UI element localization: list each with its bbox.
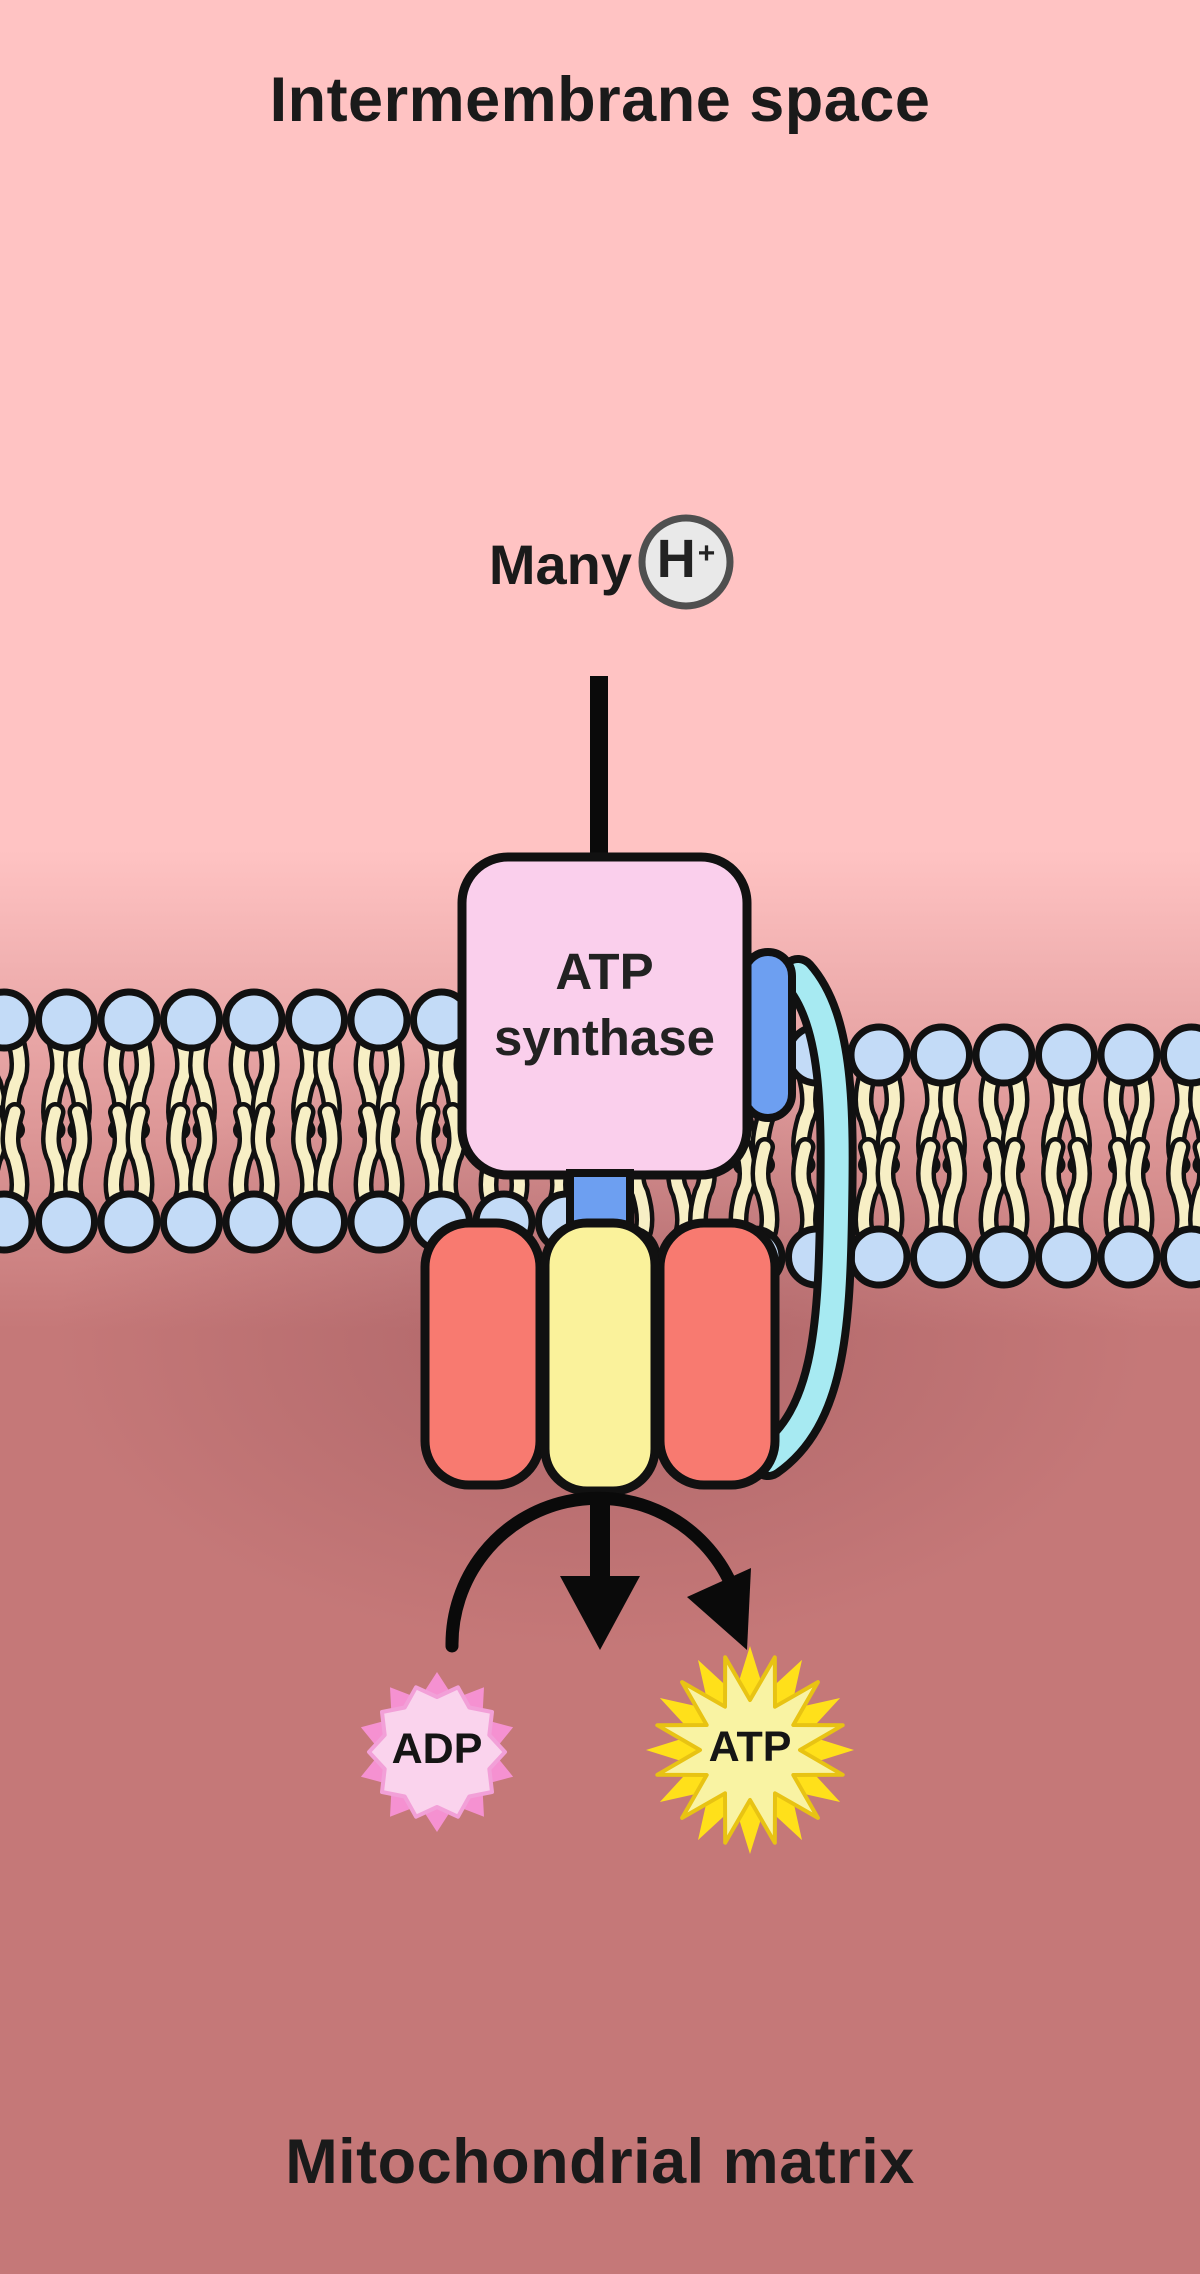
phospholipid-head <box>285 1190 348 1254</box>
phospholipid-head <box>1097 1023 1161 1087</box>
phospholipid-head <box>160 1190 223 1254</box>
phospholipid-head <box>847 1023 911 1087</box>
atp-synthase-label: ATP synthase <box>462 943 747 1076</box>
phospholipid-head <box>847 1225 911 1289</box>
atp-synthase-label-line1: ATP <box>555 943 654 1000</box>
proton-symbol: H+ <box>640 529 732 589</box>
phospholipid-head <box>1035 1023 1098 1087</box>
adp-starburst <box>360 1672 514 1832</box>
intermembrane-space-title: Intermembrane space <box>269 65 931 135</box>
rotor-subunit-right <box>655 1218 780 1490</box>
phospholipid-head <box>1035 1225 1098 1289</box>
proton-circle <box>638 514 734 610</box>
phospholipid-head <box>97 1190 161 1254</box>
rotor-subunit-left <box>420 1218 545 1490</box>
atp-synthase-label-line2: synthase <box>493 1009 716 1066</box>
proton-h: H <box>656 529 696 589</box>
phospholipid-head <box>222 988 286 1052</box>
phospholipid-head <box>0 1190 36 1254</box>
many-protons-label: Many <box>488 533 632 596</box>
phospholipid-head <box>910 1225 973 1289</box>
phospholipid-head <box>1160 1225 1200 1289</box>
phospholipid-head <box>222 1190 286 1254</box>
phospholipid-head <box>1097 1225 1161 1289</box>
adp-label: ADP <box>391 1725 483 1773</box>
phospholipid-head <box>0 988 36 1052</box>
proton-charge: + <box>697 537 716 570</box>
adp-to-atp-arrow <box>445 1491 751 1653</box>
phospholipid-head <box>972 1023 1036 1087</box>
phospholipid-head <box>97 988 161 1052</box>
phospholipid-head <box>347 988 411 1052</box>
phospholipid-head <box>972 1225 1036 1289</box>
phospholipid-head <box>910 1023 973 1087</box>
peripheral-stalk <box>748 955 857 1480</box>
atp-label: ATP <box>708 1723 792 1771</box>
phospholipid-head <box>35 988 98 1052</box>
rotor-subunit-center <box>540 1218 660 1496</box>
phospholipid-head <box>347 1190 411 1254</box>
proton-flow-arrow-top <box>590 676 608 871</box>
atp-starburst <box>646 1646 854 1854</box>
mitochondrial-matrix-title: Mitochondrial matrix <box>285 2127 915 2197</box>
phospholipid-head <box>285 988 348 1052</box>
phospholipid-head <box>1160 1023 1200 1087</box>
phospholipid-head <box>35 1190 98 1254</box>
phospholipid-head <box>160 988 223 1052</box>
